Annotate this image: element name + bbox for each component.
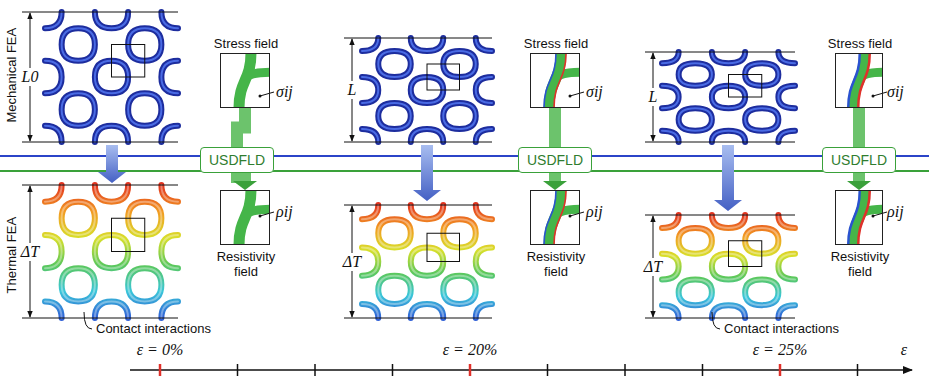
field-inset [848,53,883,108]
inset-heading: Stress field [524,36,588,51]
dimension-label: L0 [21,68,40,86]
field-inset-box: Stress field [530,53,580,108]
process-box: USDFLD [518,147,592,173]
row-label: Mechanical FEA [5,28,19,123]
field-transfer-arrow [859,108,860,147]
axis-label: ε [901,341,907,359]
field-transfer-arrow [543,173,567,190]
thermal-line [0,170,929,172]
inset-group [239,53,883,245]
field-inset-box: Resistivity field [835,190,883,245]
transfer-arrow [98,145,126,183]
stress-symbol: σij [586,83,603,101]
mechanical-line [0,155,929,157]
inset-heading: Resistivity field [211,250,281,280]
field-inset-box: Resistivity field [220,190,270,245]
lattice [362,38,492,142]
field-transfer-arrow [555,108,556,147]
inset-heading: Stress field [828,36,892,51]
transfer-arrow [714,145,742,211]
field-inset-box: Stress field [220,53,270,108]
lattice [662,215,795,318]
field-transfer-arrow [237,108,245,147]
strain-axis [130,369,912,371]
field-transfer-arrow [847,173,871,190]
field-inset [544,190,580,245]
leader-line [712,312,720,329]
strain-label: ε = 0% [137,341,183,359]
process-box: USDFLD [822,147,896,173]
field-inset [848,190,883,245]
process-label: USDFLD [831,152,887,168]
callout-label: Contact interactions [724,322,839,336]
lattice [362,205,492,318]
field-inset [544,53,580,108]
process-label: USDFLD [527,152,583,168]
strain-label: ε = 20% [443,341,497,359]
dimension-label: ΔT [20,243,40,261]
stress-symbol: σij [887,83,904,101]
resistivity-symbol: ρij [276,203,293,221]
field-inset-box: Resistivity field [530,190,580,245]
inset-heading: Stress field [214,36,278,51]
field-inset [239,53,270,108]
dimension-label: ΔT [643,258,663,276]
lattice [45,12,178,142]
transfer-arrow [413,145,441,201]
leader-line [84,312,92,329]
process-box: USDFLD [200,147,274,173]
lattice [662,52,795,142]
dimension-label: L [347,81,358,99]
dimension-label: ΔT [342,253,362,271]
field-leaders [259,92,888,218]
axis-ticks [160,364,858,376]
row-label: Thermal FEA [5,217,19,294]
field-transfer-arrow [233,173,257,190]
inset-heading: Resistivity field [825,250,895,280]
dimension [22,12,795,318]
resistivity-symbol: ρij [586,203,603,221]
inset-heading: Resistivity field [521,250,591,280]
resistivity-symbol: ρij [887,203,904,221]
field-inset [239,190,270,245]
stress-symbol: σij [276,83,293,101]
field-inset-box: Stress field [835,53,883,108]
lattice-group [45,12,795,318]
dimension-label: L [648,88,659,106]
strain-label: ε = 25% [753,341,807,359]
lattice [45,185,178,318]
callout-label: Contact interactions [96,322,211,336]
process-label: USDFLD [209,152,265,168]
